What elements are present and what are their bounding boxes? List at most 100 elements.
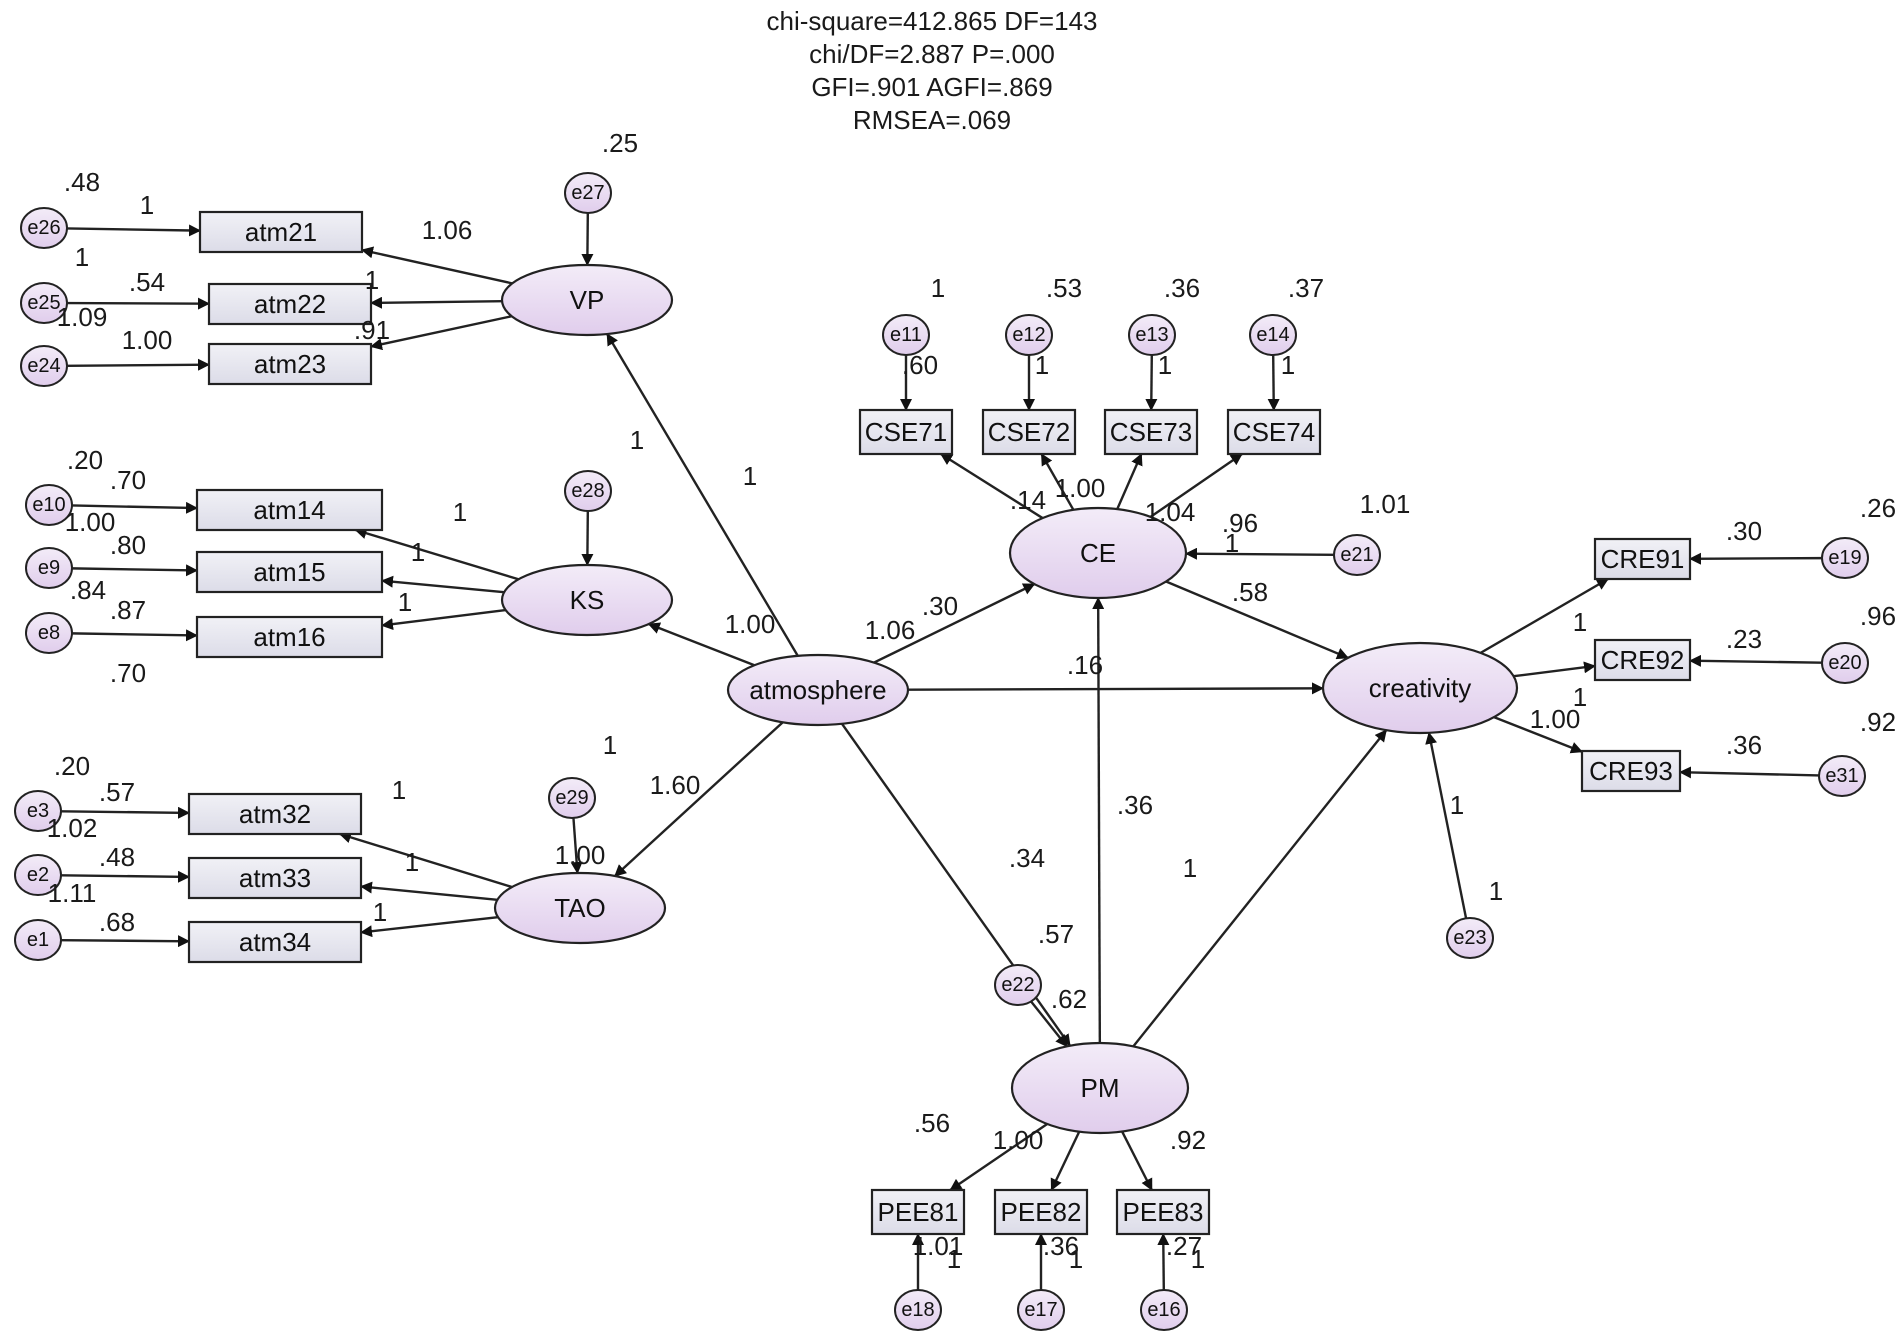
error-e29[interactable]: e29 xyxy=(548,777,596,819)
error-e11[interactable]: e11 xyxy=(882,314,930,356)
observed-atm16[interactable]: atm16 xyxy=(195,615,384,659)
error-label: e18 xyxy=(901,1299,934,1321)
error-label: e16 xyxy=(1147,1299,1180,1321)
path-TAO-to-atm34 xyxy=(360,915,499,938)
error-e13[interactable]: e13 xyxy=(1128,314,1176,356)
latent-VP[interactable]: VP xyxy=(500,263,674,337)
path-CE-to-CSE72 xyxy=(1040,453,1075,511)
error-e17[interactable]: e17 xyxy=(1017,1289,1065,1331)
latent-KS[interactable]: KS xyxy=(500,563,674,637)
observed-PEE82[interactable]: PEE82 xyxy=(993,1188,1089,1236)
error-e22[interactable]: e22 xyxy=(994,964,1042,1006)
observed-CRE91[interactable]: CRE91 xyxy=(1593,537,1692,581)
coefficient-label: .92 xyxy=(1170,1125,1206,1155)
error-e28[interactable]: e28 xyxy=(564,470,612,512)
error-e25[interactable]: e25 xyxy=(20,282,68,324)
observed-box xyxy=(207,342,373,386)
observed-CSE71[interactable]: CSE71 xyxy=(858,408,954,456)
observed-atm21[interactable]: atm21 xyxy=(198,210,364,254)
error-label: e1 xyxy=(27,929,49,951)
latent-label: VP xyxy=(570,285,605,315)
observed-CSE74[interactable]: CSE74 xyxy=(1226,408,1322,456)
error-e23[interactable]: e23 xyxy=(1446,917,1494,959)
coefficient-label: .58 xyxy=(1232,577,1268,607)
latent-PM[interactable]: PM xyxy=(1010,1041,1190,1135)
observed-PEE81[interactable]: PEE81 xyxy=(870,1188,966,1236)
observed-label: CSE74 xyxy=(1233,417,1315,447)
error-e26[interactable]: e26 xyxy=(20,207,68,249)
coefficient-label: .84 xyxy=(70,575,106,605)
observed-atm15[interactable]: atm15 xyxy=(195,550,384,594)
path-PM-to-PEE83 xyxy=(1121,1131,1153,1191)
coefficient-label: .14 xyxy=(1010,485,1046,515)
path-TAO-to-atm32 xyxy=(338,831,513,889)
coefficient-label: 1.01 xyxy=(1360,489,1411,519)
error-e3[interactable]: e3 xyxy=(14,790,62,832)
latent-CE[interactable]: CE xyxy=(1008,506,1188,600)
error-ellipse xyxy=(1005,314,1053,356)
observed-label: atm32 xyxy=(239,799,311,829)
observed-atm23[interactable]: atm23 xyxy=(207,342,373,386)
error-e19[interactable]: e19 xyxy=(1821,537,1869,579)
observed-atm34[interactable]: atm34 xyxy=(187,920,363,964)
error-ellipse xyxy=(1128,314,1176,356)
error-e27[interactable]: e27 xyxy=(564,172,612,214)
coefficient-label: .30 xyxy=(922,591,958,621)
coefficient-label: .91 xyxy=(354,315,390,345)
error-label: e8 xyxy=(38,622,60,644)
coefficient-label: .92 xyxy=(1860,707,1896,737)
coefficient-label: 1.00 xyxy=(122,325,173,355)
observed-atm33[interactable]: atm33 xyxy=(187,856,363,900)
error-e10[interactable]: e10 xyxy=(25,484,73,526)
observed-box xyxy=(1580,749,1682,793)
error-e24[interactable]: e24 xyxy=(20,345,68,387)
coefficient-label: .70 xyxy=(110,465,146,495)
path-CE-to-CSE71 xyxy=(940,452,1044,520)
error-label: e20 xyxy=(1828,652,1861,674)
error-e20[interactable]: e20 xyxy=(1821,642,1869,684)
coefficient-label: .23 xyxy=(1726,624,1762,654)
coefficient-label: .30 xyxy=(1726,516,1762,546)
error-e8[interactable]: e8 xyxy=(25,612,73,654)
error-e21[interactable]: e21 xyxy=(1333,534,1381,576)
observed-box xyxy=(870,1188,966,1236)
path-PM-to-CE xyxy=(1092,596,1105,1044)
error-e31[interactable]: e31 xyxy=(1818,755,1866,797)
path-creativity-to-CRE92 xyxy=(1513,661,1596,678)
observed-atm32[interactable]: atm32 xyxy=(187,792,363,836)
error-ellipse xyxy=(20,345,68,387)
coefficient-label: 1.00 xyxy=(65,507,116,537)
error-e1[interactable]: e1 xyxy=(14,919,62,961)
latent-TAO[interactable]: TAO xyxy=(493,871,667,945)
error-e16[interactable]: e16 xyxy=(1140,1289,1188,1331)
error-label: e25 xyxy=(27,292,60,314)
error-ellipse xyxy=(894,1289,942,1331)
error-label: e13 xyxy=(1135,324,1168,346)
error-e12[interactable]: e12 xyxy=(1005,314,1053,356)
error-e2[interactable]: e2 xyxy=(14,854,62,896)
error-e18[interactable]: e18 xyxy=(894,1289,942,1331)
error-ellipse xyxy=(564,470,612,512)
observed-CSE72[interactable]: CSE72 xyxy=(981,408,1077,456)
coefficient-label: .60 xyxy=(902,350,938,380)
error-e14[interactable]: e14 xyxy=(1249,314,1297,356)
observed-box xyxy=(187,792,363,836)
error-ellipse xyxy=(994,964,1042,1006)
error-ellipse xyxy=(1446,917,1494,959)
latent-atmosphere[interactable]: atmosphere xyxy=(726,653,910,727)
error-e9[interactable]: e9 xyxy=(25,547,73,589)
error-ellipse xyxy=(564,172,612,214)
observed-CSE73[interactable]: CSE73 xyxy=(1103,408,1199,456)
error-label: e23 xyxy=(1453,927,1486,949)
error-label: e26 xyxy=(27,217,60,239)
coefficient-label: 1 xyxy=(1573,607,1587,637)
path-creativity-to-CRE91 xyxy=(1480,577,1609,654)
observed-CRE92[interactable]: CRE92 xyxy=(1593,638,1692,682)
path-CE-to-CSE74 xyxy=(1149,453,1243,518)
latent-creativity[interactable]: creativity xyxy=(1321,641,1519,735)
coefficient-label: 1.11 xyxy=(48,878,97,908)
observed-CRE93[interactable]: CRE93 xyxy=(1580,749,1682,793)
observed-atm22[interactable]: atm22 xyxy=(207,282,373,326)
observed-PEE83[interactable]: PEE83 xyxy=(1115,1188,1211,1236)
observed-atm14[interactable]: atm14 xyxy=(195,488,384,532)
